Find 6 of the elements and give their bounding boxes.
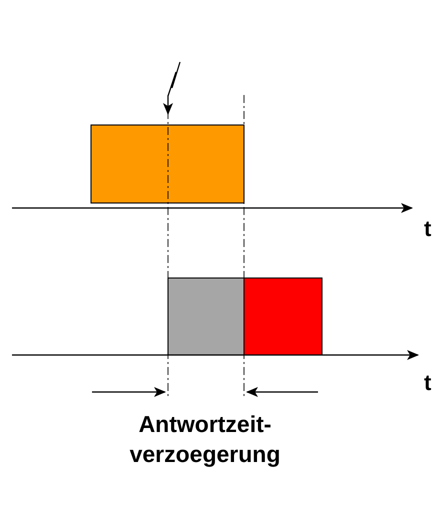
axis-label: t	[424, 216, 432, 242]
delay-interval-bar	[168, 278, 244, 356]
axis-label: t	[424, 370, 432, 396]
response-interval-bar	[244, 278, 322, 356]
delay-caption: Antwortzeit- verzoegerung	[128, 410, 282, 469]
active-interval-bar	[90, 124, 244, 204]
